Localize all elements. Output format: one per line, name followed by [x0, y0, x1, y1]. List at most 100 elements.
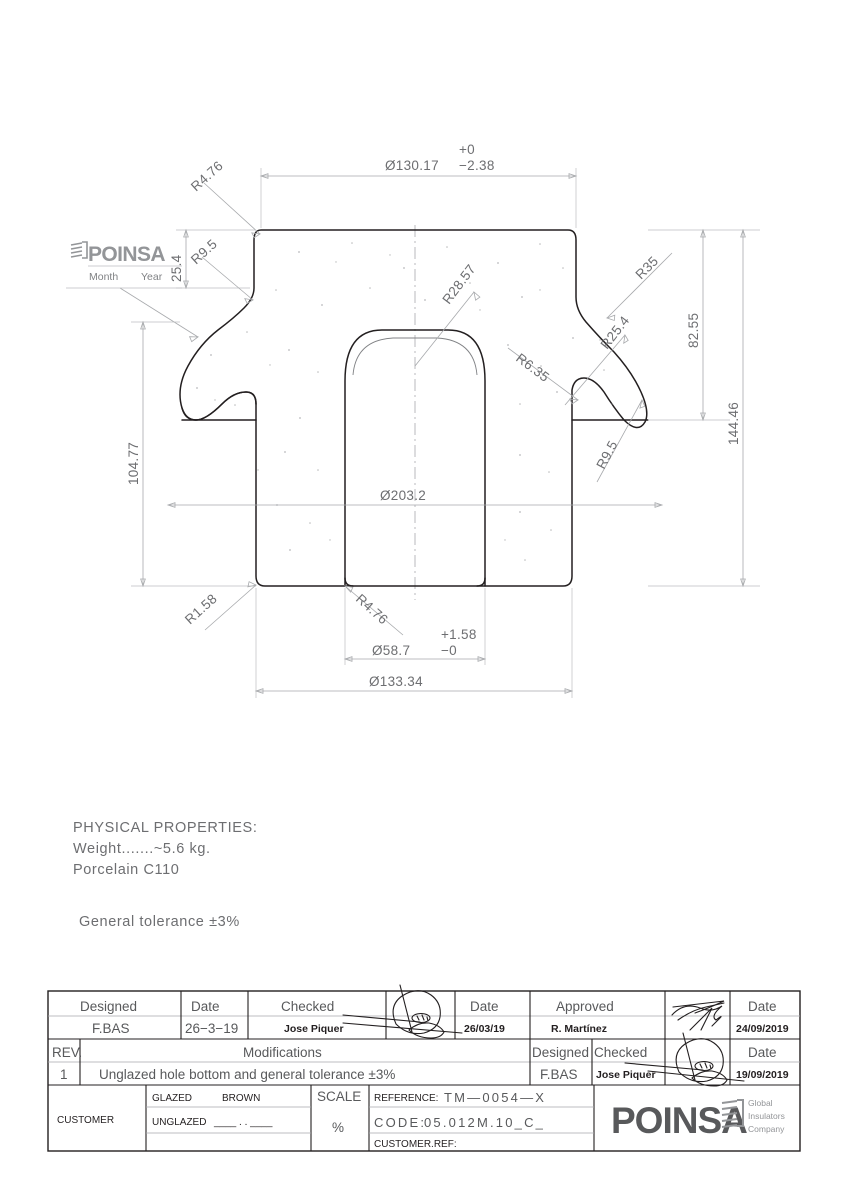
arrow-254-top [183, 228, 189, 238]
tb-glazed-label: GLAZED [152, 1093, 192, 1104]
checked-stamp-row2 [624, 1032, 745, 1087]
tb-customer-ref-label: CUSTOMER.REF: [374, 1139, 457, 1150]
tb-header-designed-2: Designed [532, 1045, 589, 1060]
arrow-14446-bot [740, 578, 746, 588]
dim-r4-76-top: R4.76 [188, 158, 226, 194]
arrow-stamp [188, 336, 200, 343]
tb-scale-label: SCALE [317, 1089, 361, 1104]
arrow-587-left [343, 656, 353, 662]
notes-heading: PHYSICAL PROPERTIES: [73, 820, 257, 836]
dim-r28-57: R28.57 [439, 262, 478, 307]
tb-value-designer-2: F.BAS [540, 1067, 578, 1082]
tb-header-modifications: Modifications [243, 1045, 322, 1060]
tb-value-modifications: Unglazed hole bottom and general toleran… [99, 1067, 395, 1082]
checked-stamp-row1 [342, 984, 463, 1039]
arrow-2032-left [166, 502, 176, 508]
tb-header-designed: Designed [80, 999, 137, 1014]
tb-header-date-2: Date [470, 999, 499, 1014]
tb-code-value: 05.012M.10_C_ [424, 1115, 545, 1130]
arrow-8255-bot [700, 412, 706, 422]
dim-104-77: 104.77 [126, 442, 141, 485]
dim-top-diameter: Ø130.17 [385, 158, 439, 173]
arrow-2032-right [654, 502, 664, 508]
logo-tagline-1: Global [748, 1098, 773, 1108]
logo-tagline-2: Insulators [748, 1111, 785, 1121]
tb-value-checker-2: Jose Piquer [596, 1069, 656, 1081]
dim-bore-tol-lower: −0 [441, 643, 457, 658]
arrow-254-bot [183, 280, 189, 290]
dim-r9-5-right: R9.5 [593, 438, 620, 471]
poinsa-date-stamp: POINSA Month Year [66, 241, 182, 289]
logo-spring-icon [721, 1099, 744, 1128]
notes-block: PHYSICAL PROPERTIES: Weight.......~5.6 k… [73, 820, 257, 930]
arrow-r254 [623, 333, 629, 345]
dim-bore-diameter: Ø58.7 [372, 643, 410, 658]
leader-r476-bot [344, 585, 404, 636]
dim-r4-76-bot: R4.76 [353, 591, 391, 627]
arrow-r635 [568, 398, 580, 405]
arrow-top-left [259, 173, 269, 179]
arrow-r35 [605, 314, 616, 322]
leader-r35 [606, 252, 673, 319]
tb-customer-label: CUSTOMER [57, 1115, 114, 1126]
tb-reference-value: TM—0054—X [444, 1090, 546, 1105]
tb-header-rev: REV. [52, 1045, 82, 1060]
tb-header-checked: Checked [281, 999, 334, 1014]
tb-reference-label: REFERENCE: [374, 1093, 438, 1104]
arrow-10477-top [140, 320, 146, 330]
tb-value-checker: Jose Piquer [284, 1023, 344, 1035]
dim-hole-diameter: Ø203.2 [380, 488, 426, 503]
dim-r6-35: R6.35 [513, 350, 552, 385]
tb-header-checked-2: Checked [594, 1045, 647, 1060]
tb-value-date-4: 19/09/2019 [736, 1069, 789, 1081]
leader-r254 [564, 334, 626, 406]
stamp-month-label: Month [89, 271, 118, 283]
logo-tagline-3: Company [748, 1124, 785, 1134]
stamp-brand: POINSA [88, 243, 165, 266]
tb-glazed-value: BROWN [222, 1093, 260, 1104]
tb-value-designer: F.BAS [92, 1021, 130, 1036]
tb-value-date-2: 26/03/19 [464, 1023, 505, 1035]
tb-scale-value: % [332, 1120, 344, 1135]
leader-r476-top [203, 182, 261, 235]
leader-r95-right [596, 399, 643, 483]
tb-value-rev: 1 [60, 1067, 68, 1082]
arrow-top-right [568, 173, 578, 179]
cavity-bottom-left-fillet [344, 577, 354, 587]
title-block: Designed Date Checked Date Approved Date… [47, 984, 801, 1152]
tb-code-label: CODE: [374, 1115, 426, 1130]
tb-header-date-1: Date [191, 999, 220, 1014]
arrow-r476-bot [343, 585, 354, 593]
glaze-arc [352, 337, 478, 376]
leader-stamp [119, 287, 199, 338]
arrow-8255-top [700, 228, 706, 238]
dim-82-55: 82.55 [686, 313, 701, 348]
tb-value-date-3: 24/09/2019 [736, 1023, 789, 1035]
tb-value-approver: R. Martínez [551, 1023, 607, 1035]
tb-unglazed-label: UNGLAZED [152, 1117, 206, 1128]
dim-bore-tol-upper: +1.58 [441, 627, 477, 642]
dim-bottom-diameter: Ø133.34 [369, 674, 423, 689]
dim-top-tol-lower: −2.38 [459, 158, 495, 173]
tb-header-date-4: Date [748, 1045, 777, 1060]
leader-r158 [204, 584, 257, 631]
tb-value-date-1: 26−3−19 [185, 1021, 238, 1036]
arrow-r476-top [251, 232, 262, 239]
part-drawing [179, 225, 649, 600]
arrow-13334-right [564, 688, 574, 694]
notes-material: Porcelain C110 [73, 862, 179, 878]
dim-top-tol-upper: +0 [459, 142, 475, 157]
arrow-13334-left [254, 688, 264, 694]
arrow-r95-right [639, 398, 646, 409]
leader-r2857 [414, 291, 475, 367]
part-outline-path [179, 229, 648, 587]
leader-r635 [507, 347, 579, 401]
notes-tolerance: General tolerance ±3% [79, 914, 240, 930]
poinsa-logo: POINSA Global Insulators Company [611, 1098, 785, 1141]
stamp-spring-icon [70, 241, 88, 259]
arrow-587-right [477, 656, 487, 662]
surface-texture [196, 242, 613, 561]
left-notch-path [181, 391, 257, 421]
arrow-14446-top [740, 228, 746, 238]
